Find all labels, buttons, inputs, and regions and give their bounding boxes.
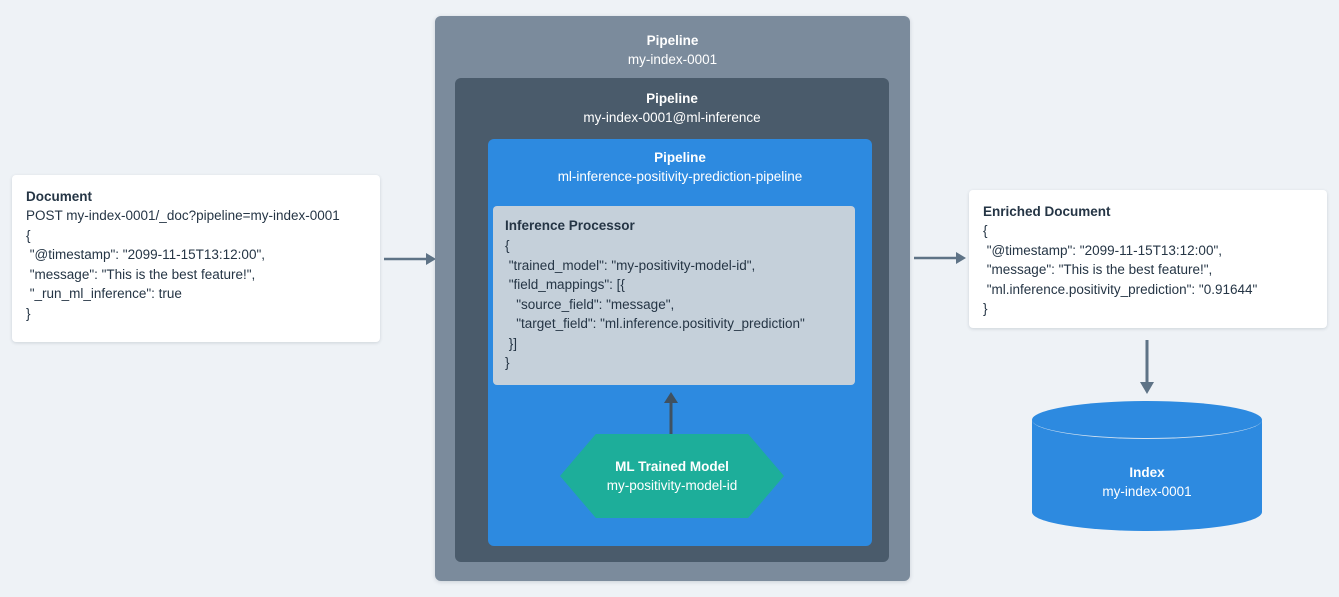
arrow-up-icon (664, 392, 678, 434)
index-name: my-index-0001 (1102, 484, 1192, 499)
arrow-enriched-document-to-index (1136, 340, 1158, 394)
document-line: POST my-index-0001/_doc?pipeline=my-inde… (26, 208, 340, 223)
document-card: Document POST my-index-0001/_doc?pipelin… (12, 175, 380, 342)
inference-processor-line: { (505, 238, 510, 253)
pipeline-inner-name: ml-inference-positivity-prediction-pipel… (557, 169, 803, 184)
inference-processor-line: }] (505, 335, 518, 351)
document-line: "message": "This is the best feature!", (26, 266, 256, 282)
document-title: Document (26, 189, 93, 204)
index-kind: Index (1129, 465, 1165, 480)
inference-processor-line: } (505, 355, 510, 370)
pipeline-outer-kind: Pipeline (646, 33, 699, 48)
inference-processor-panel: Inference Processor { "trained_model": "… (493, 206, 855, 385)
enriched-document-line: "@timestamp": "2099-11-15T13:12:00", (983, 242, 1222, 258)
pipeline-outer-name: my-index-0001 (627, 52, 718, 67)
arrow-ml-model-to-processor (660, 392, 682, 434)
index-cylinder: Index my-index-0001 (1032, 401, 1262, 531)
pipeline-inner-kind: Pipeline (654, 150, 706, 165)
document-line: } (26, 305, 31, 321)
arrow-right-icon (914, 252, 966, 264)
enriched-document-title: Enriched Document (983, 204, 1111, 219)
enriched-document-line: "ml.inference.positivity_prediction": "0… (983, 281, 1258, 297)
document-line: "@timestamp": "2099-11-15T13:12:00", (26, 247, 265, 262)
inference-processor-line: "trained_model": "my-positivity-model-id… (505, 257, 756, 273)
document-line: { (26, 227, 31, 243)
inference-processor-line: "source_field": "message", (505, 296, 675, 312)
pipeline-middle-kind: Pipeline (646, 91, 698, 106)
pipeline-inner-header: Pipeline ml-inference-positivity-predict… (488, 149, 872, 186)
document-line: "_run_ml_inference": true (26, 286, 182, 301)
pipeline-middle-name: my-index-0001@ml-inference (583, 110, 761, 125)
enriched-document-line: { (983, 223, 988, 238)
arrow-down-icon (1140, 340, 1154, 394)
inference-processor-title: Inference Processor (505, 218, 635, 233)
pipeline-middle-header: Pipeline my-index-0001@ml-inference (455, 90, 889, 127)
arrow-pipeline-to-enriched-document (914, 247, 966, 269)
arrow-document-to-pipeline (384, 248, 436, 270)
inference-processor-line: "target_field": "ml.inference.positivity… (505, 316, 805, 331)
enriched-document-line: "message": "This is the best feature!", (983, 262, 1213, 277)
enriched-document-line: } (983, 301, 988, 316)
ml-trained-model-name: my-positivity-model-id (606, 478, 738, 493)
ml-trained-model-hexagon: ML Trained Model my-positivity-model-id (560, 434, 784, 518)
cylinder-top-ellipse (1032, 401, 1262, 439)
pipeline-outer-header: Pipeline my-index-0001 (435, 32, 910, 69)
enriched-document-card: Enriched Document { "@timestamp": "2099-… (969, 190, 1327, 328)
arrow-right-icon (384, 253, 436, 265)
inference-processor-line: "field_mappings": [{ (505, 277, 625, 292)
ml-trained-model-kind: ML Trained Model (615, 459, 729, 474)
index-label: Index my-index-0001 (1032, 463, 1262, 502)
